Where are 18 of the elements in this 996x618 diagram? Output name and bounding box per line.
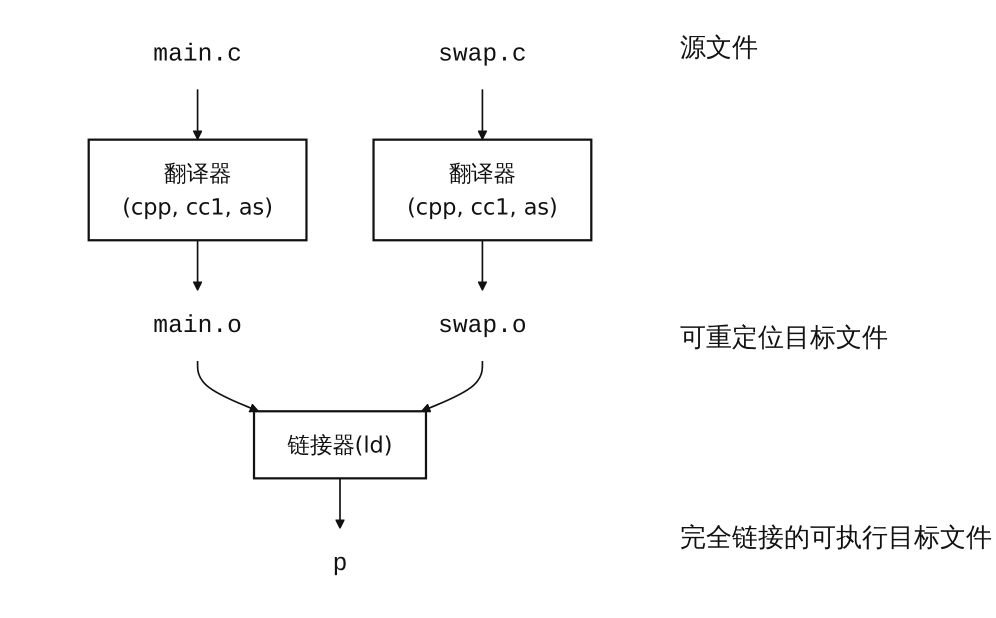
node-text: main.c xyxy=(153,40,242,68)
arrow xyxy=(335,478,345,530)
node-text: swap.o xyxy=(438,312,527,340)
node-text: swap.c xyxy=(438,40,527,68)
arrow xyxy=(192,89,202,140)
arrow xyxy=(478,89,488,140)
node-box: 翻译器 (cpp, cc1, as) xyxy=(372,138,592,242)
node-text: main.o xyxy=(153,312,242,340)
node-text: p xyxy=(332,550,348,578)
node-box: 翻译器 (cpp, cc1, as) xyxy=(88,138,308,242)
arrow xyxy=(478,240,488,291)
node-box: 链接器(ld) xyxy=(252,410,428,480)
arrow xyxy=(196,360,260,412)
note-text: 完全链接的可执行目标文件 xyxy=(680,522,992,555)
arrow xyxy=(420,360,484,412)
arrow xyxy=(192,240,202,291)
note-text: 可重定位目标文件 xyxy=(680,322,888,355)
note-text: 源文件 xyxy=(680,32,758,65)
